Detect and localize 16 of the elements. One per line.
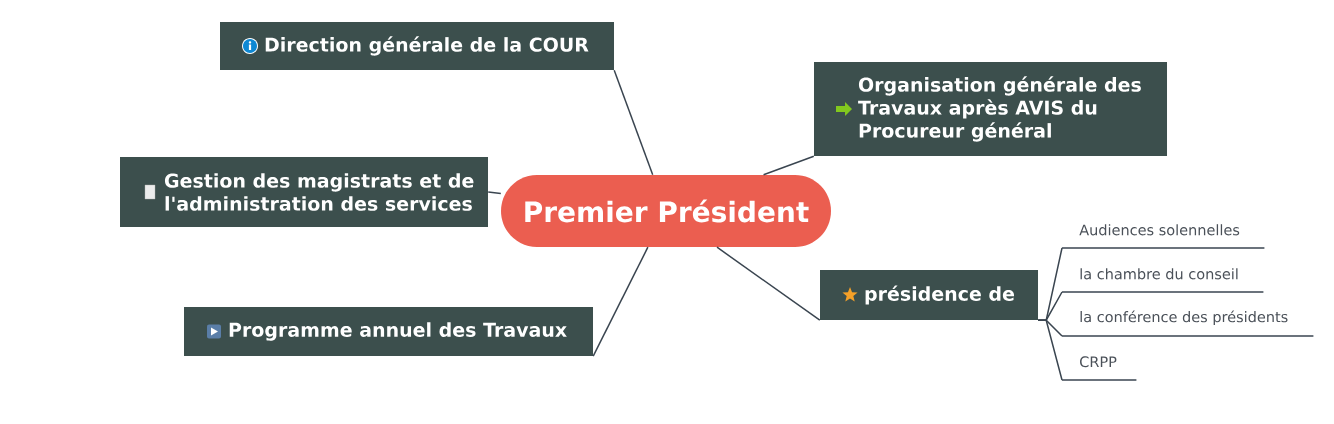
topic-box: Direction générale de la COUR — [220, 22, 614, 70]
connector — [487, 191, 502, 195]
underlined-topic: Audiences solennelles — [1061, 224, 1266, 249]
connector — [592, 246, 649, 357]
connector — [762, 155, 815, 176]
connector — [1037, 319, 1063, 381]
underlined-topic: la conférence des présidents — [1061, 310, 1315, 337]
topic-box: présidence de — [820, 270, 1038, 320]
topic-box: Gestion des magistrats et de l'administration des services — [120, 157, 488, 227]
topic-box: Organisation générale des Travaux après AVIS du Procureur général — [814, 62, 1167, 156]
central-topic: Premier Président — [501, 175, 831, 247]
underlined-topic: CRPP — [1061, 356, 1138, 381]
underlined-topic: la chambre du conseil — [1061, 268, 1265, 293]
topic-box: Programme annuel des Travaux — [184, 307, 593, 356]
connector — [716, 246, 821, 321]
connector — [613, 69, 654, 176]
